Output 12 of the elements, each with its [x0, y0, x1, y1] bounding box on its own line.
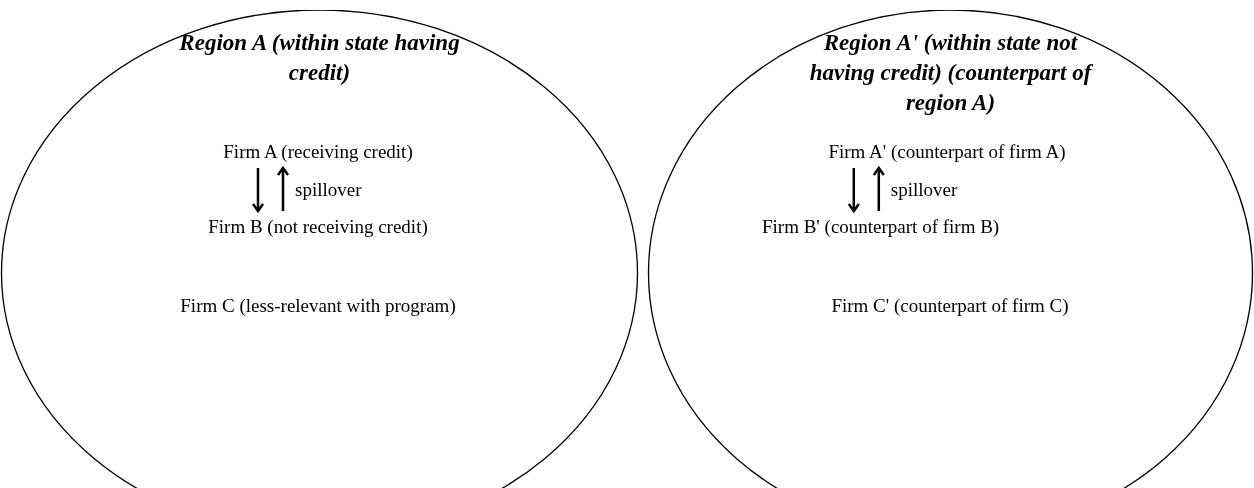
region-heading: Region A (within state having credit) — [178, 29, 461, 87]
arrow — [872, 166, 886, 211]
region-heading: Region A' (within state not having credit) (counterpart of region A) — [808, 29, 1095, 117]
firm-label: Firm B (not receiving credit) — [208, 216, 428, 238]
arrow — [251, 168, 265, 213]
firm-label: Firm A (receiving credit) — [223, 141, 413, 163]
firm-label: Firm C' (counterpart of firm C) — [831, 295, 1069, 317]
firm-label: Firm B' (counterpart of firm B) — [762, 216, 1000, 238]
firm-label: Firm C (less-relevant with program) — [180, 295, 456, 317]
arrow — [847, 168, 861, 213]
arrow — [276, 166, 290, 211]
firm-label: Firm A' (counterpart of firm A) — [828, 141, 1066, 163]
